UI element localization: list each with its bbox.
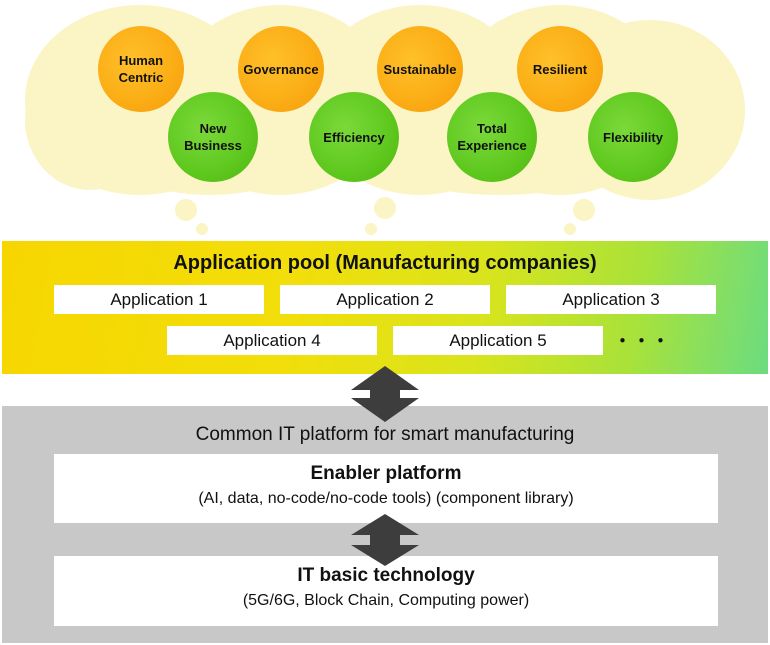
goal-resilient: Resilient <box>517 26 603 112</box>
platform-title: Common IT platform for smart manufacturi… <box>195 424 575 445</box>
application-pool-title: Application pool (Manufacturing companie… <box>173 252 597 274</box>
application-4: Application 4 <box>167 326 377 355</box>
thought-dots <box>175 197 595 235</box>
application-5: Application 5 <box>393 326 603 355</box>
goal-governance: Governance <box>238 26 324 112</box>
enabler-platform-box: Enabler platform (AI, data, no-code/no-c… <box>54 454 718 523</box>
application-2: Application 2 <box>280 285 490 314</box>
goal-new-business: New Business <box>168 92 258 182</box>
goal-sustainable: Sustainable <box>377 26 463 112</box>
enabler-platform-title: Enabler platform <box>310 463 462 484</box>
goal-total-experience: Total Experience <box>447 92 537 182</box>
more-applications-ellipsis: ・・・ <box>614 332 671 351</box>
application-pool: Application pool (Manufacturing companie… <box>2 241 768 374</box>
enabler-platform-subtitle: (AI, data, no-code/no-code tools) (compo… <box>198 490 574 507</box>
goal-efficiency: Efficiency <box>309 92 399 182</box>
application-3: Application 3 <box>506 285 716 314</box>
it-basic-technology-subtitle: (5G/6G, Block Chain, Computing power) <box>242 592 530 609</box>
it-basic-technology-title: IT basic technology <box>297 565 475 586</box>
common-it-platform: Common IT platform for smart manufacturi… <box>2 406 768 643</box>
application-1: Application 1 <box>54 285 264 314</box>
goal-flexibility: Flexibility <box>588 92 678 182</box>
it-basic-technology-box: IT basic technology (5G/6G, Block Chain,… <box>54 556 718 626</box>
goal-human-centric: Human Centric <box>98 26 184 112</box>
